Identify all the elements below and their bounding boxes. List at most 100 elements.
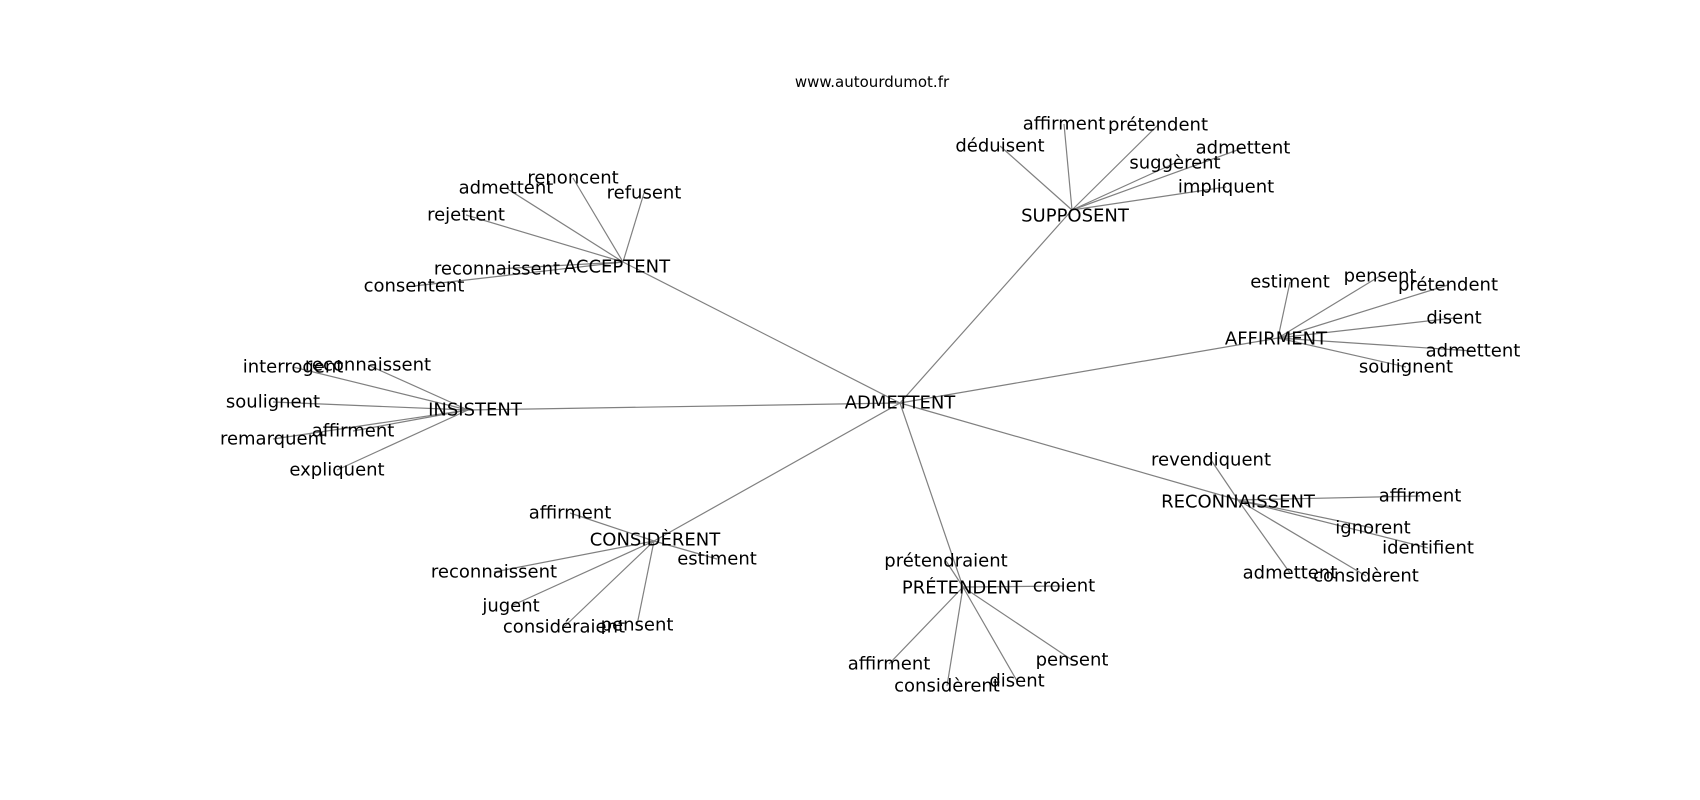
word-node-acceptent-reconnaissent: reconnaissent — [434, 259, 560, 280]
word-node-affirment-pretendent: prétendent — [1398, 275, 1498, 296]
word-node-insistent-affirment: affirment — [312, 421, 395, 442]
cluster-node-pretendent: PRÉTENDENT — [902, 577, 1023, 599]
word-node-supposent-affirment: affirment — [1023, 114, 1106, 135]
word-node-affirment-disent: disent — [1426, 308, 1481, 329]
word-node-acceptent-rejettent: rejettent — [427, 205, 505, 226]
edge-supposent-affirment — [1063, 123, 1073, 211]
word-node-reconnaissent-identifient: identifient — [1382, 538, 1474, 559]
edge-acceptent-rejettent — [465, 214, 624, 263]
word-node-considerent-jugent: jugent — [481, 596, 539, 617]
cluster-node-insistent: INSISTENT — [428, 400, 523, 421]
edge-reconnaissent-identifient — [1237, 499, 1429, 549]
edge-center-insistent — [467, 402, 901, 411]
edge-center-supposent — [899, 209, 1073, 404]
edge-affirment-soulignent — [1277, 337, 1407, 368]
word-node-insistent-interrogent: interrogent — [243, 357, 344, 378]
word-node-acceptent-consentent: consentent — [364, 276, 465, 297]
word-node-pretendent-considerent: considèrent — [894, 676, 1000, 697]
word-node-affirment-soulignent: soulignent — [1359, 357, 1453, 378]
word-node-insistent-reconnaissent: reconnaissent — [305, 355, 431, 376]
word-node-affirment-estiment: estiment — [1250, 272, 1330, 293]
edge-insistent-reconnaissent — [367, 364, 469, 411]
edge-insistent-interrogent — [292, 366, 469, 411]
edge-considerent-jugent — [510, 540, 655, 607]
edge-supposent-suggerent — [1071, 162, 1176, 211]
word-node-considerent-consideraient: considéraient — [503, 617, 625, 638]
edge-acceptent-consentent — [413, 261, 624, 287]
word-node-considerent-reconnaissent: reconnaissent — [431, 562, 557, 583]
edge-pretendent-pretendraient — [945, 560, 964, 588]
edge-affirment-pretendent — [1277, 284, 1449, 339]
edge-reconnaissent-considerent — [1237, 499, 1367, 577]
cluster-node-supposent: SUPPOSENT — [1021, 206, 1130, 227]
site-caption: www.autourdumot.fr — [795, 73, 950, 91]
word-node-pretendent-disent: disent — [989, 671, 1044, 692]
word-node-reconnaissent-revendiquent: revendiquent — [1151, 450, 1271, 471]
edge-considerent-affirment — [569, 512, 655, 542]
cluster-node-acceptent: ACCEPTENT — [564, 257, 671, 278]
word-node-considerent-affirment: affirment — [529, 503, 612, 524]
edge-affirment-estiment — [1277, 281, 1291, 339]
word-node-insistent-remarquent: remarquent — [220, 429, 326, 450]
word-node-reconnaissent-admettent: admettent — [1243, 563, 1338, 584]
word-node-supposent-impliquent: impliquent — [1178, 177, 1274, 198]
word-node-supposent-admettent: admettent — [1196, 138, 1291, 159]
edge-center-affirment — [899, 337, 1279, 404]
cluster-node-affirment: AFFIRMENT — [1225, 329, 1328, 350]
edge-acceptent-admettent — [505, 187, 624, 263]
word-node-acceptent-admettent: admettent — [459, 178, 554, 199]
word-node-pretendent-croient: croient — [1033, 576, 1095, 597]
edge-insistent-affirment — [352, 409, 469, 432]
cluster-node-reconnaissent: RECONNAISSENT — [1161, 492, 1316, 513]
word-node-supposent-pretendent: prétendent — [1108, 115, 1208, 136]
edge-reconnaissent-affirment — [1237, 495, 1421, 501]
word-node-acceptent-renoncent: renoncent — [527, 168, 618, 189]
edge-pretendent-croient — [962, 585, 1065, 588]
word-node-reconnaissent-ignorent: ignorent — [1335, 518, 1410, 539]
cluster-node-considerent: CONSIDÈRENT — [590, 529, 722, 551]
edge-reconnaissent-revendiquent — [1210, 459, 1239, 501]
edge-center-acceptent — [622, 261, 901, 404]
word-node-affirment-admettent: admettent — [1426, 341, 1521, 362]
edge-considerent-consideraient — [563, 540, 655, 628]
edge-considerent-pensent — [636, 540, 655, 626]
edge-considerent-estiment — [653, 540, 718, 560]
edge-insistent-soulignent — [272, 401, 469, 411]
word-node-pretendent-affirment: affirment — [848, 654, 931, 675]
word-node-acceptent-refusent: refusent — [607, 183, 682, 204]
edge-supposent-impliquent — [1071, 186, 1227, 211]
word-node-reconnaissent-affirment: affirment — [1379, 486, 1462, 507]
word-node-supposent-suggerent: suggèrent — [1129, 153, 1220, 174]
word-node-supposent-deduisent: déduisent — [955, 136, 1044, 157]
edge-considerent-reconnaissent — [493, 540, 655, 573]
edge-insistent-remarquent — [272, 409, 469, 440]
center-node: ADMETTENT — [845, 393, 957, 414]
word-node-affirment-pensent: pensent — [1344, 266, 1417, 287]
edge-center-considerent — [653, 402, 901, 542]
edge-supposent-pretendent — [1071, 124, 1159, 211]
edge-reconnaissent-ignorent — [1237, 499, 1374, 529]
edge-acceptent-renoncent — [572, 177, 624, 263]
edge-center-pretendent — [899, 402, 964, 588]
edge-acceptent-reconnaissent — [496, 261, 624, 270]
edge-reconnaissent-admettent — [1237, 499, 1291, 574]
word-node-considerent-estiment: estiment — [677, 549, 757, 570]
edge-affirment-pensent — [1277, 275, 1381, 339]
edge-pretendent-disent — [962, 586, 1018, 682]
word-node-pretendent-pensent: pensent — [1036, 650, 1109, 671]
word-node-considerent-pensent: pensent — [601, 615, 674, 636]
edge-affirment-admettent — [1277, 337, 1474, 352]
edge-insistent-expliquent — [336, 409, 469, 471]
word-node-insistent-soulignent: soulignent — [226, 392, 320, 413]
edge-pretendent-affirment — [888, 586, 964, 665]
word-node-reconnaissent-considerent: considèrent — [1313, 566, 1419, 587]
edge-affirment-disent — [1277, 317, 1455, 339]
edge-supposent-admettent — [1071, 147, 1244, 211]
edge-supposent-deduisent — [999, 145, 1073, 211]
edge-pretendent-pensent — [962, 586, 1073, 661]
word-node-insistent-expliquent: expliquent — [289, 460, 384, 481]
word-node-pretendent-pretendraient: prétendraient — [884, 551, 1007, 572]
edge-center-reconnaissent — [899, 402, 1239, 501]
edge-pretendent-considerent — [946, 586, 964, 687]
